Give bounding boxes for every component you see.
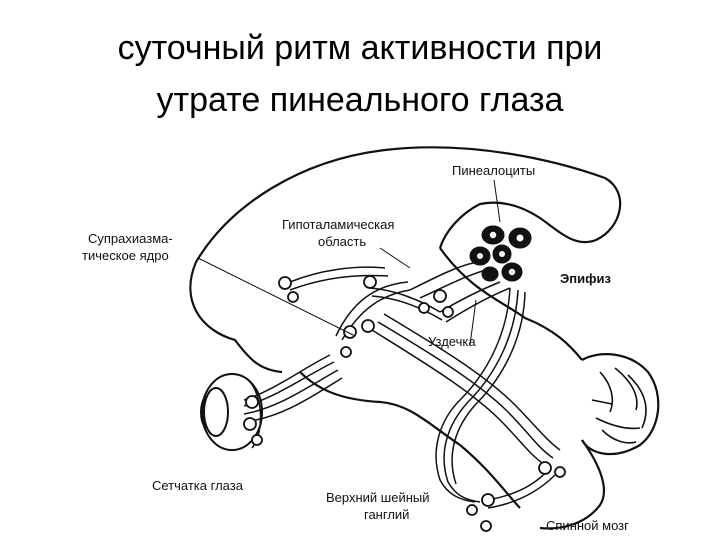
cerebellum-folds [591, 367, 647, 444]
slide-title: суточный ритм активности при утрате пине… [0, 22, 720, 126]
label-ganglion-2: ганглий [364, 507, 409, 522]
label-retina: Сетчатка глаза [152, 478, 244, 493]
brain-outline [189, 146, 660, 530]
pinealocytes-nuclei [477, 231, 524, 276]
title-line-1: суточный ритм активности при [117, 29, 603, 67]
label-suprachiasmatic-1: Супрахиазма- [88, 231, 173, 246]
label-habenula: Уздечка [428, 334, 476, 349]
leader-lines [197, 179, 501, 346]
label-hypothalamic-2: область [318, 234, 366, 249]
label-spinal-cord: Спинной мозг [546, 518, 629, 533]
title-line-2: утрате пинеального глаза [156, 81, 564, 119]
label-ganglion-1: Верхний шейный [326, 490, 430, 505]
label-epiphysis: Эпифиз [560, 271, 611, 286]
label-hypothalamic-1: Гипоталамическая [282, 217, 394, 232]
label-pinealocytes: Пинеалоциты [452, 163, 535, 178]
label-suprachiasmatic-2: тическое ядро [82, 248, 169, 263]
